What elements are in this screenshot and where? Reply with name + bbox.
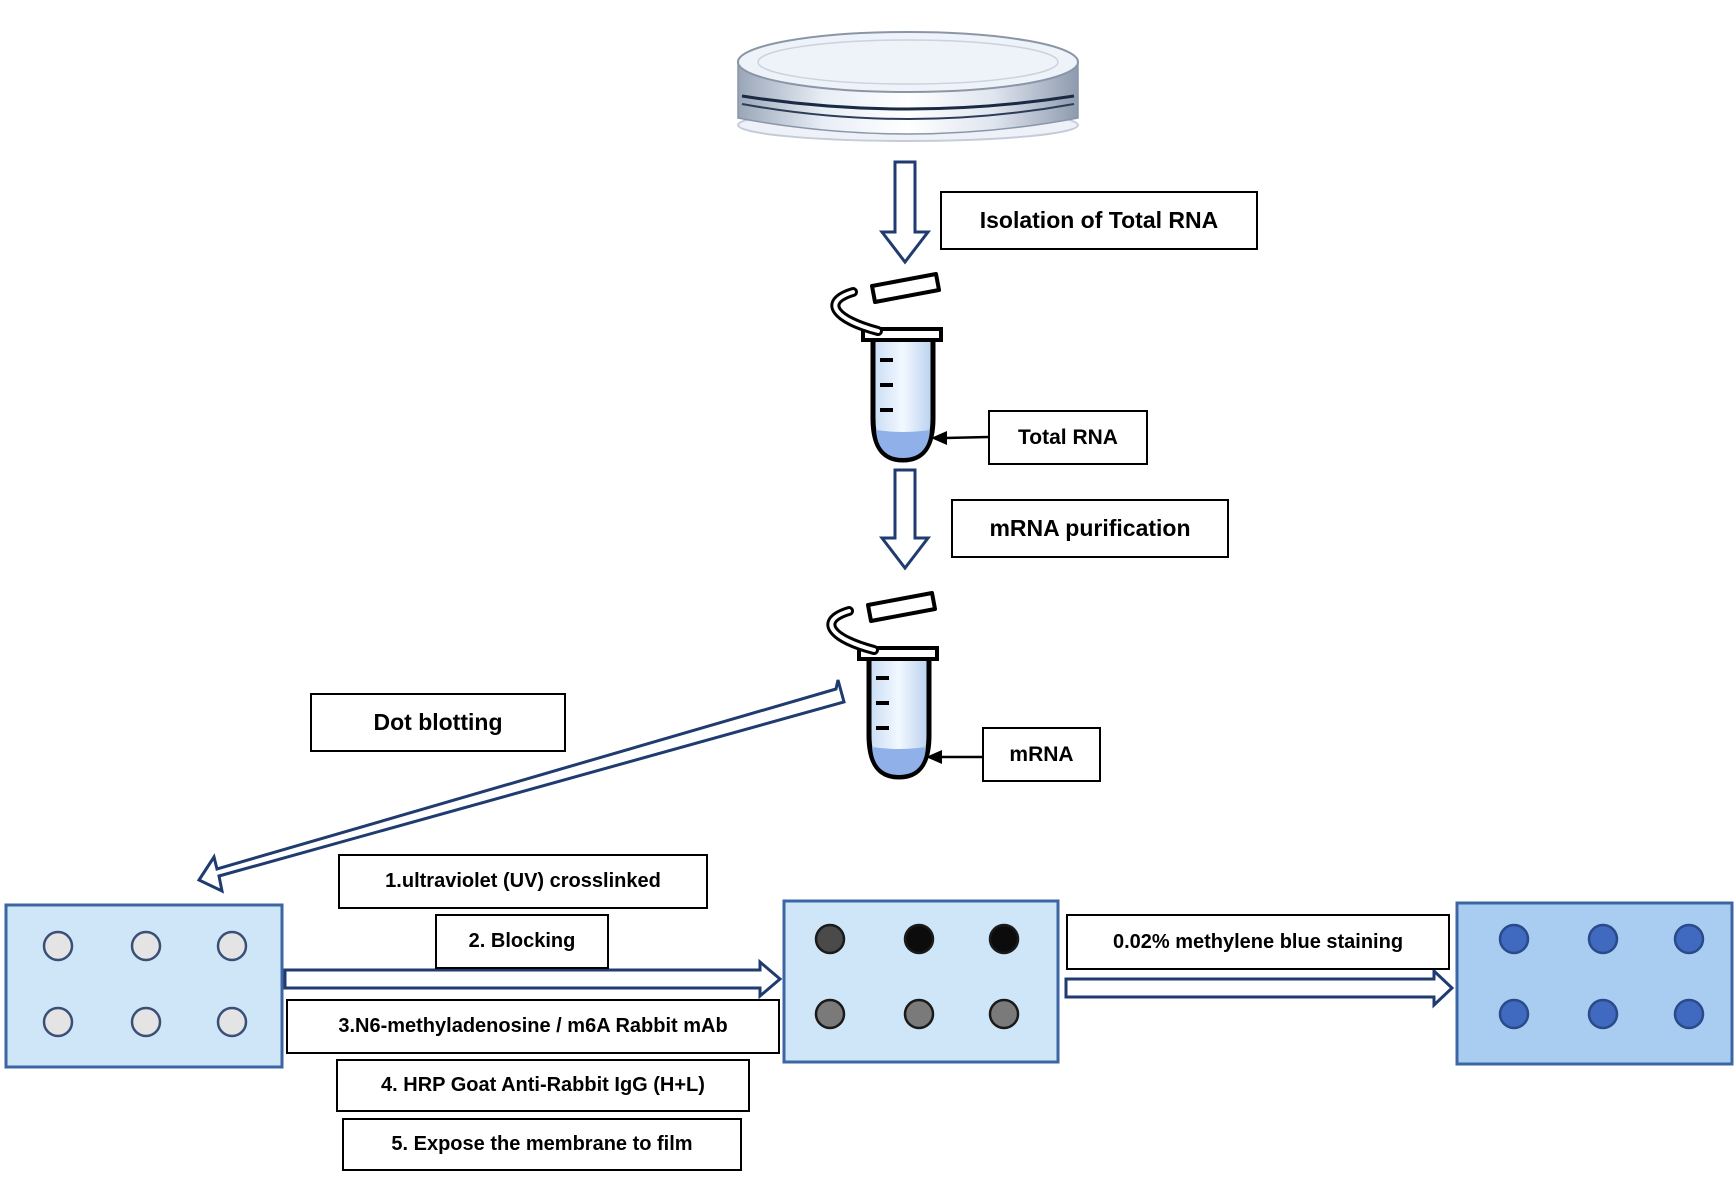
down-arrow-1	[878, 160, 932, 265]
signal-dot	[988, 923, 1020, 955]
signal-dot	[814, 998, 846, 1030]
right-arrow-staining	[1064, 967, 1455, 1009]
membrane-stained	[1455, 901, 1734, 1066]
label-isolation-total-rna: Isolation of Total RNA	[940, 191, 1258, 250]
label-step-4: 4. HRP Goat Anti-Rabbit IgG (H+L)	[336, 1059, 750, 1112]
stained-dot	[1587, 998, 1619, 1030]
membrane-after-film	[782, 899, 1060, 1064]
signal-dot	[988, 998, 1020, 1030]
label-step-5: 5. Expose the membrane to film	[342, 1118, 742, 1171]
label-dot-blotting: Dot blotting	[310, 693, 566, 752]
empty-dot	[130, 1006, 162, 1038]
label-mrna-purification: mRNA purification	[951, 499, 1229, 558]
right-arrow-probing	[283, 958, 783, 1000]
stained-dot	[1498, 923, 1530, 955]
label-step-3: 3.N6-methyladenosine / m6A Rabbit mAb	[286, 999, 780, 1054]
signal-dot	[903, 998, 935, 1030]
signal-dot	[903, 923, 935, 955]
empty-dot	[42, 1006, 74, 1038]
stained-dot	[1498, 998, 1530, 1030]
empty-dot	[130, 930, 162, 962]
signal-dot	[814, 923, 846, 955]
empty-dot	[216, 1006, 248, 1038]
pointer-arrow-mrna	[926, 750, 982, 764]
label-mrna: mRNA	[982, 727, 1101, 782]
label-methylene-blue-staining: 0.02% methylene blue staining	[1066, 914, 1450, 970]
label-step-2: 2. Blocking	[435, 914, 609, 969]
membrane-before-blotting	[4, 903, 284, 1069]
label-step-1: 1.ultraviolet (UV) crosslinked	[338, 854, 708, 909]
label-total-rna: Total RNA	[988, 410, 1148, 465]
diagonal-arrow-dot-blotting	[196, 679, 846, 894]
down-arrow-2	[878, 468, 932, 571]
petri-dish-icon	[737, 31, 1079, 142]
stained-dot	[1587, 923, 1619, 955]
stained-dot	[1673, 998, 1705, 1030]
microtube-icon-mrna	[826, 591, 939, 780]
microtube-icon-total-rna	[830, 272, 943, 463]
empty-dot	[216, 930, 248, 962]
stained-dot	[1673, 923, 1705, 955]
pointer-arrow-total-rna	[931, 431, 989, 445]
empty-dot	[42, 930, 74, 962]
